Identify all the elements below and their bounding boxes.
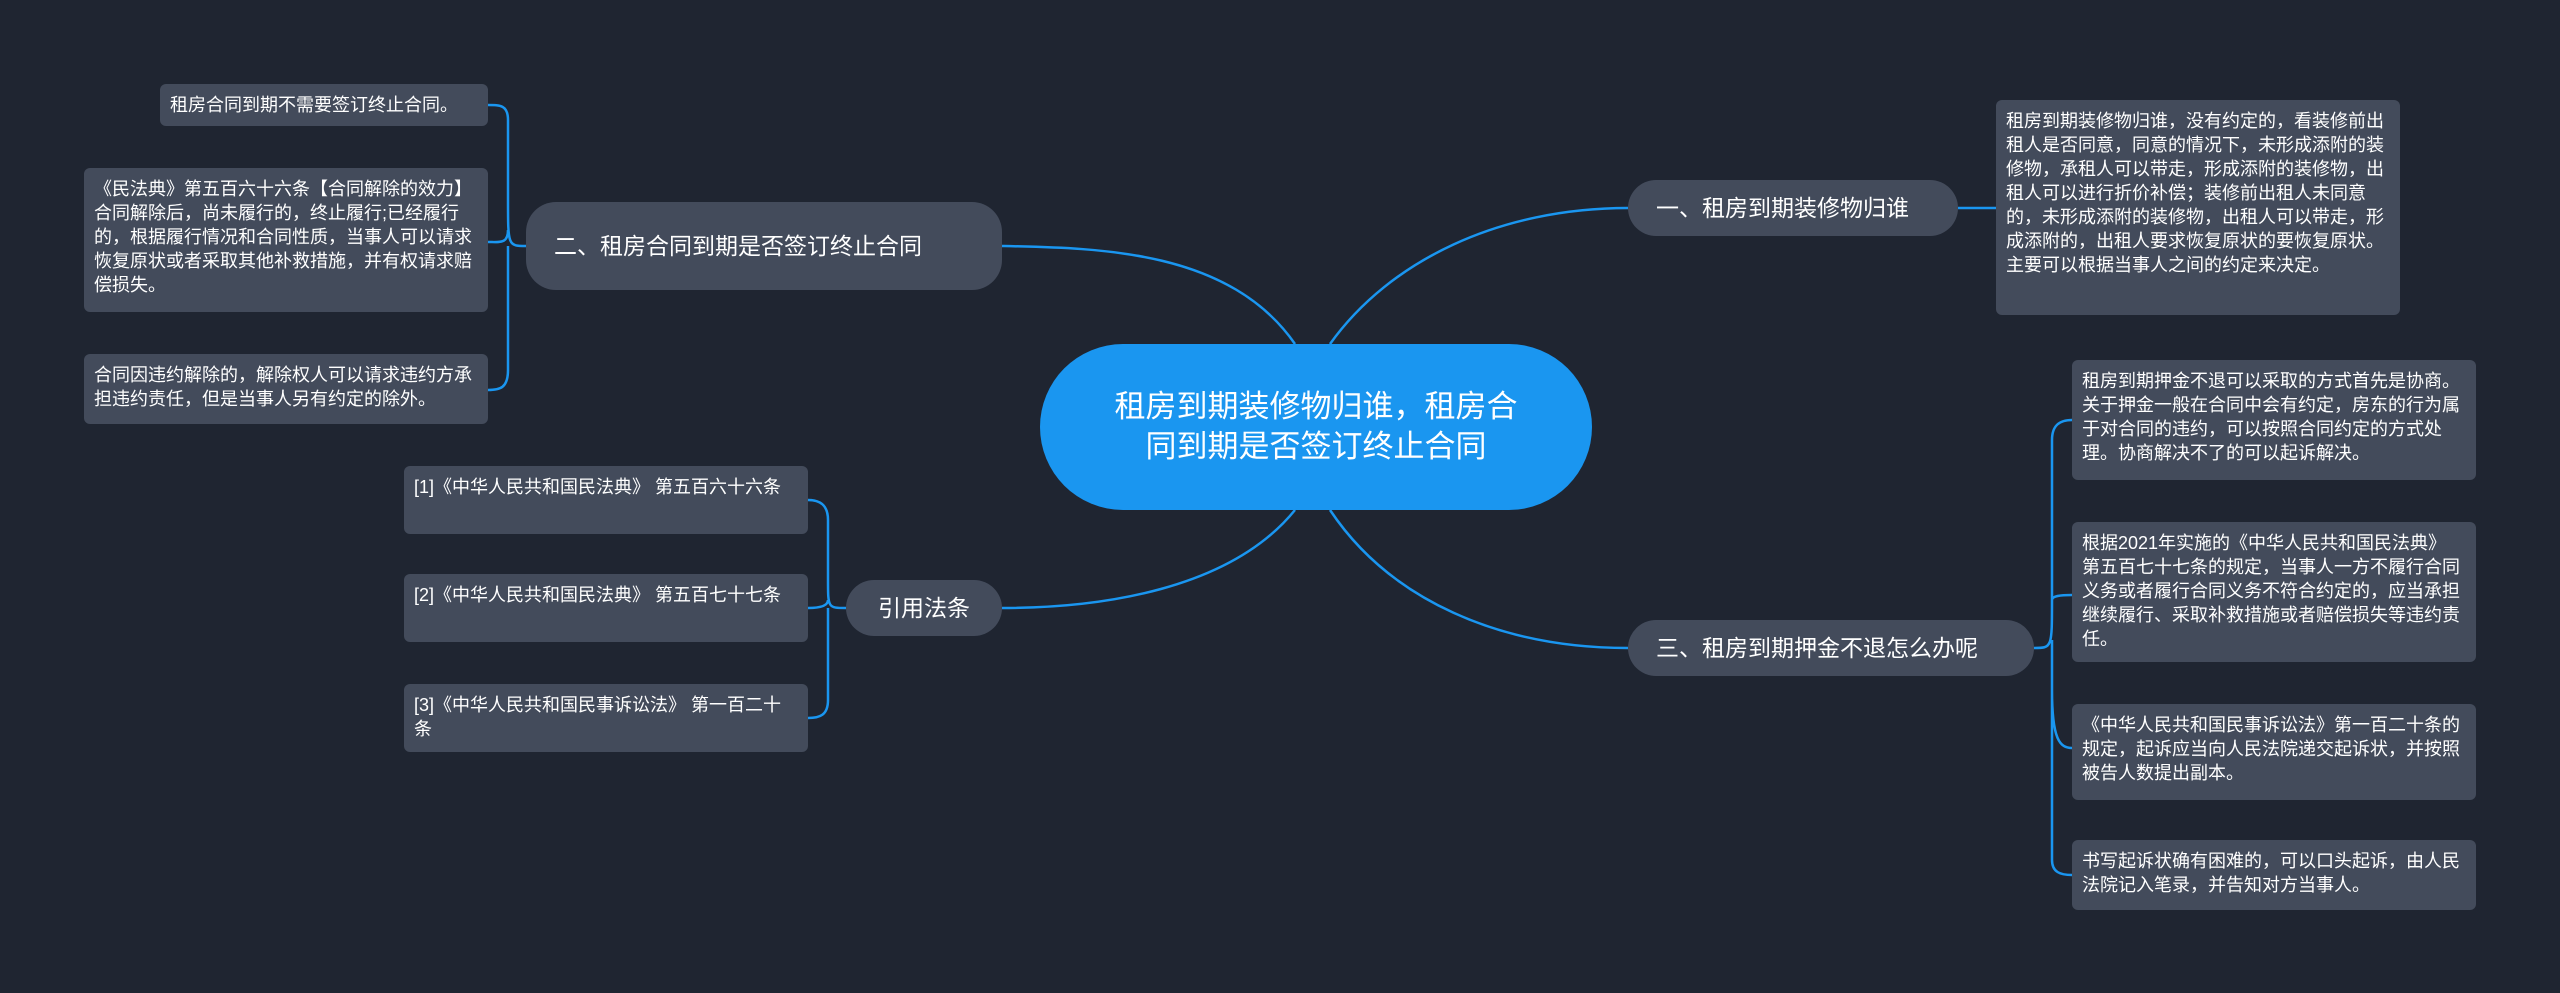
leaf-civil-procedure-120[interactable]: 《中华人民共和国民事诉讼法》第一百二十条的规定，起诉应当向人民法院递交起诉状，并… [2072,704,2476,800]
leaf-text: 租房到期装修物归谁，没有约定的，看装修前出租人是否同意，同意的情况下，未形成添附… [2006,111,2384,275]
center-topic-label: 租房到期装修物归谁，租房合同到期是否签订终止合同 [1114,389,1518,464]
branch-label: 二、租房合同到期是否签订终止合同 [554,233,922,259]
connector-center-b2 [1001,244,1297,345]
connector-b4-bracket [807,498,847,720]
leaf-citation-3[interactable]: [3]《中华人民共和国民事诉讼法》 第一百二十条 [404,684,808,752]
branch-label: 一、租房到期装修物归谁 [1656,195,1909,221]
leaf-text: [3]《中华人民共和国民事诉讼法》 第一百二十条 [414,695,782,739]
leaf-breach-liability[interactable]: 合同因违约解除的，解除权人可以请求违约方承担违约责任，但是当事人另有约定的除外。 [84,354,488,424]
leaf-text: 合同因违约解除的，解除权人可以请求违约方承担违约责任，但是当事人另有约定的除外。 [94,365,472,409]
leaf-oral-complaint[interactable]: 书写起诉状确有困难的，可以口头起诉，由人民法院记入笔录，并告知对方当事人。 [2072,840,2476,910]
branch-label: 引用法条 [878,595,970,621]
connector-b2-bracket [487,103,527,392]
leaf-civil-code-577[interactable]: 根据2021年实施的《中华人民共和国民法典》 第五百七十七条的规定，当事人一方不… [2072,522,2476,662]
branch-cited-laws[interactable]: 引用法条 [846,580,1002,636]
leaf-no-termination-needed[interactable]: 租房合同到期不需要签订终止合同。 [160,84,488,126]
connector-b3-bracket [2033,418,2073,877]
connector-center-b1 [1328,206,1629,345]
branch-deposit-refund[interactable]: 三、租房到期押金不退怎么办呢 [1628,620,2034,676]
leaf-text: [2]《中华人民共和国民法典》 第五百七十七条 [414,585,782,605]
leaf-text: 《民法典》第五百六十六条【合同解除的效力】合同解除后，尚未履行的，终止履行;已经… [94,179,472,295]
leaf-text: 租房到期押金不退可以采取的方式首先是协商。关于押金一般在合同中会有约定，房东的行… [2082,371,2460,463]
connector-center-b4 [1001,509,1296,610]
leaf-text: 书写起诉状确有困难的，可以口头起诉，由人民法院记入笔录，并告知对方当事人。 [2082,851,2460,895]
branch-decoration-ownership[interactable]: 一、租房到期装修物归谁 [1628,180,1958,236]
leaf-text: 《中华人民共和国民事诉讼法》第一百二十条的规定，起诉应当向人民法院递交起诉状，并… [2082,715,2460,783]
leaf-deposit-negotiation[interactable]: 租房到期押金不退可以采取的方式首先是协商。关于押金一般在合同中会有约定，房东的行… [2072,360,2476,480]
connector-center-b3 [1328,509,1629,650]
center-topic[interactable]: 租房到期装修物归谁，租房合同到期是否签订终止合同 [1040,344,1592,510]
leaf-decoration-answer[interactable]: 租房到期装修物归谁，没有约定的，看装修前出租人是否同意，同意的情况下，未形成添附… [1996,100,2400,315]
leaf-text: 根据2021年实施的《中华人民共和国民法典》 第五百七十七条的规定，当事人一方不… [2082,533,2460,649]
branch-termination-contract[interactable]: 二、租房合同到期是否签订终止合同 [526,202,1002,290]
leaf-citation-1[interactable]: [1]《中华人民共和国民法典》 第五百六十六条 [404,466,808,534]
leaf-citation-2[interactable]: [2]《中华人民共和国民法典》 第五百七十七条 [404,574,808,642]
leaf-text: 租房合同到期不需要签订终止合同。 [170,95,458,115]
branch-label: 三、租房到期押金不退怎么办呢 [1656,635,1978,661]
leaf-text: [1]《中华人民共和国民法典》 第五百六十六条 [414,477,782,497]
leaf-civil-code-566[interactable]: 《民法典》第五百六十六条【合同解除的效力】合同解除后，尚未履行的，终止履行;已经… [84,168,488,312]
